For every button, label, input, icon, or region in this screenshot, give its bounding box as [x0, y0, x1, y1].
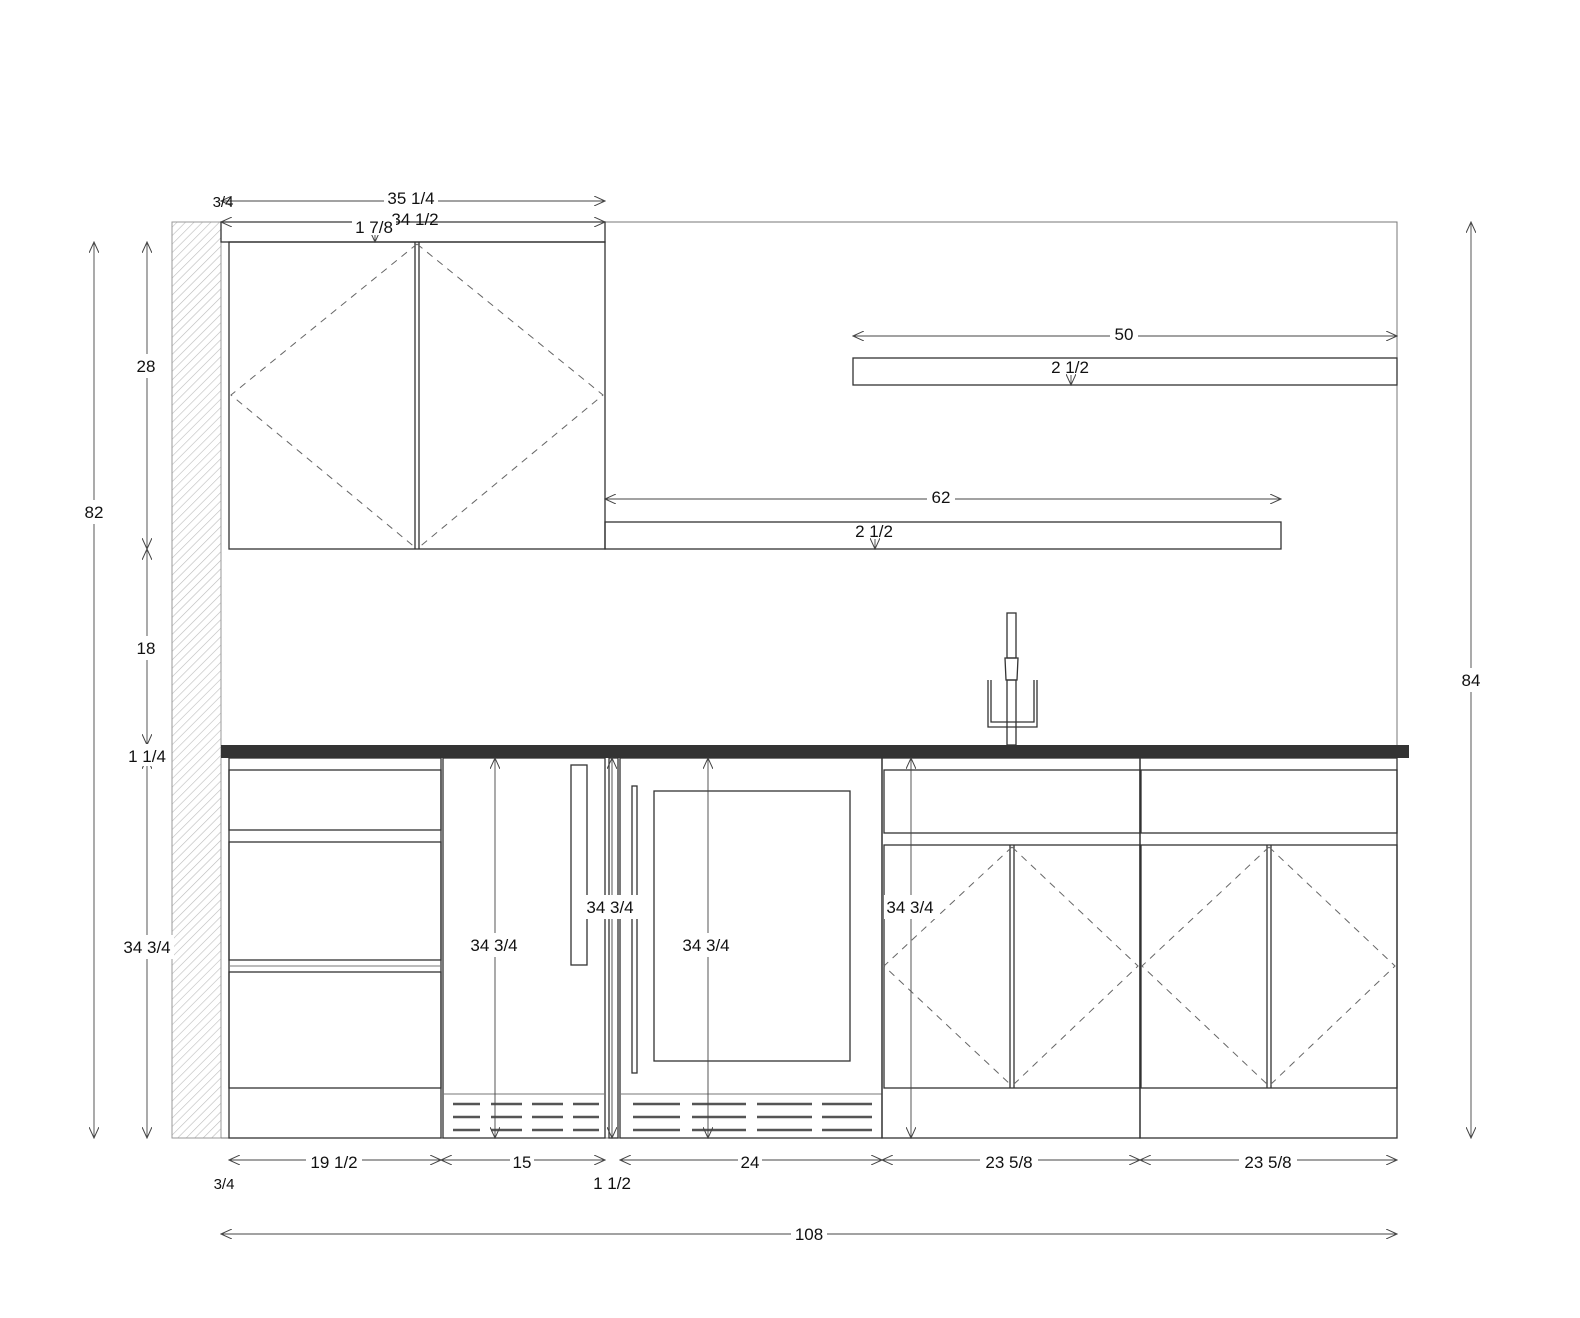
dim-sink-base-width-2: 23 5/8 [1244, 1153, 1291, 1172]
floating-shelf-lower [604, 521, 1282, 550]
dim-backsplash-height: 18 [137, 639, 156, 658]
dim-total-height-right: 84 [1462, 671, 1481, 690]
upper-cabinet [220, 221, 606, 550]
undercounter-fridge [619, 757, 883, 1139]
sink-base-cabinet-2 [1139, 757, 1398, 1139]
dim-shelf-upper-length: 50 [1115, 325, 1134, 344]
drawer-base-cabinet [228, 757, 442, 1139]
dim-overall-width: 108 [795, 1225, 823, 1244]
filler-strip [608, 757, 619, 1139]
dim-base-height-left: 34 3/4 [123, 938, 170, 957]
countertop [221, 745, 1409, 758]
dim-shelf-lower-length: 62 [932, 488, 951, 507]
dim-left-wall-offset: 3/4 [214, 1176, 235, 1193]
dim-shelf-lower-thickness: 2 1/2 [855, 522, 893, 541]
appliance-panel [442, 757, 606, 1139]
dim-filler-width: 1 1/2 [593, 1174, 631, 1193]
dim-countertop-thickness: 1 1/4 [128, 747, 166, 766]
dim-panel-height: 34 3/4 [470, 936, 517, 955]
dim-fridge-height: 34 3/4 [682, 936, 729, 955]
dim-upper-offset: 3/4 [213, 194, 234, 211]
dimension-labels: 3/4 35 1/4 34 1/2 1 7/8 50 2 1/2 62 2 1/… [80, 189, 1485, 1244]
dim-crown-height: 1 7/8 [355, 218, 393, 237]
dim-total-height-left: 82 [85, 503, 104, 522]
floating-shelf-upper [852, 357, 1398, 386]
faucet-icon [987, 612, 1038, 746]
dim-filler-height: 34 3/4 [586, 898, 633, 917]
dim-panel-width: 15 [513, 1153, 532, 1172]
dim-sink-base-height: 34 3/4 [886, 898, 933, 917]
dim-shelf-upper-thickness: 2 1/2 [1051, 358, 1089, 377]
dim-upper-cabinet-height: 28 [137, 357, 156, 376]
dim-fridge-width: 24 [741, 1153, 760, 1172]
back-wall-outline [221, 221, 1398, 1139]
dim-upper-cabinet-width: 34 1/2 [391, 210, 438, 229]
dim-sink-base-width-1: 23 5/8 [985, 1153, 1032, 1172]
dimension-lines [94, 201, 1471, 1234]
sink-base-cabinet-1 [881, 757, 1141, 1139]
side-wall-hatch [171, 221, 222, 1139]
dim-upper-overall-width: 35 1/4 [387, 189, 434, 208]
dim-drawer-base-width: 19 1/2 [310, 1153, 357, 1172]
